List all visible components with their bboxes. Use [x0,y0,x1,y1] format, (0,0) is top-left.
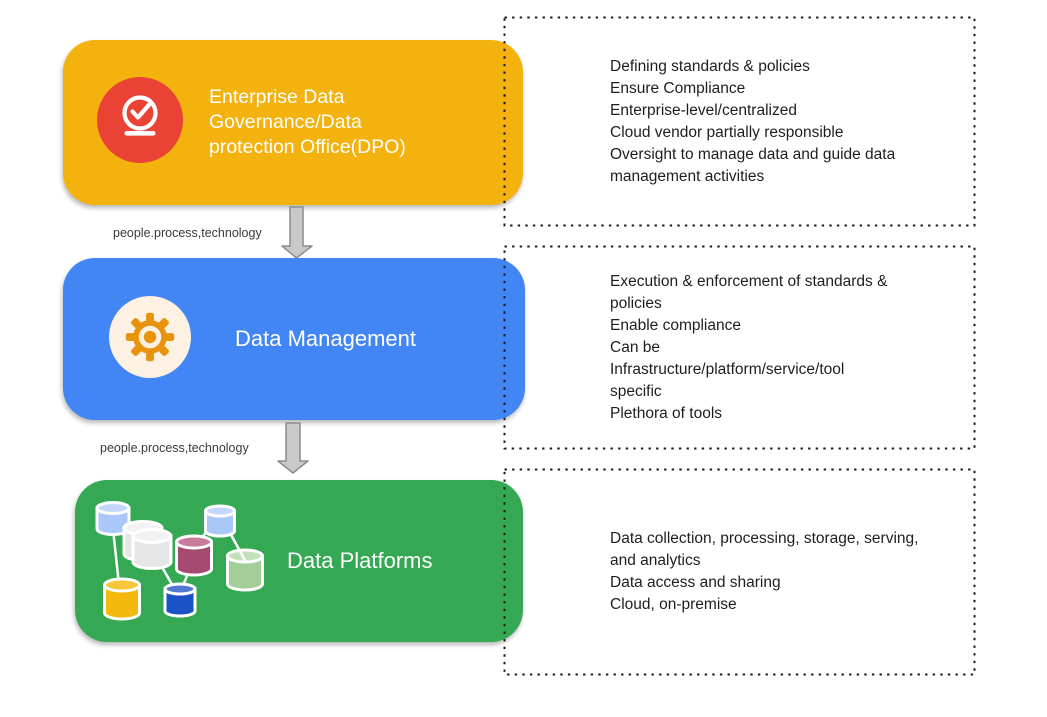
node-data-management: Data Management [63,258,525,420]
list-item: Enterprise-level/centralized [503,100,976,122]
db-cylinder-darkblue [163,582,197,618]
panel-data-platforms-details: Data collection, processing, storage, se… [503,468,976,676]
db-cylinder-lightblue [204,504,236,538]
check-badge-icon [97,77,183,163]
bullet-list: Execution & enforcement of standards & p… [503,245,976,450]
bullet-dot-icon [503,56,610,78]
list-item: Can be Infrastructure/platform/service/t… [503,337,976,403]
list-item: Execution & enforcement of standards & p… [503,271,976,315]
bullet-dot-icon [503,572,610,594]
bullet-dot-icon [503,337,610,403]
bullet-text: Plethora of tools [610,404,723,422]
bullet-dot-icon [503,528,610,572]
list-item: Plethora of tools [503,403,976,425]
panel-data-management-details: Execution & enforcement of standards & p… [503,245,976,450]
arrow-label-1: people.process,technology [113,226,262,240]
bullet-text: Can be Infrastructure/platform/service/t… [610,338,845,400]
bullet-dot-icon [503,122,610,144]
db-cylinder-lightblue [95,501,131,536]
list-item: Enable compliance [503,315,976,337]
db-cylinder-lightgreen [226,548,264,592]
bullet-text: Data collection, processing, storage, se… [610,530,919,569]
arrow-label-2: people.process,technology [100,441,249,455]
bullet-text: Defining standards & policies [610,57,810,75]
list-item: Cloud, on-premise [503,594,976,616]
list-item: Oversight to manage data and guide data … [503,144,976,188]
bullet-text: Execution & enforcement of standards & p… [610,272,888,312]
bullet-dot-icon [503,100,610,122]
db-cylinder-maroon [175,534,213,577]
bullet-dot-icon [503,144,610,188]
bullet-dot-icon [503,271,610,315]
panel-governance-details: Defining standards & policies Ensure Com… [503,16,976,227]
bullet-text: Oversight to manage data and guide data … [610,145,896,185]
node-data-management-title: Data Management [235,326,416,351]
bullet-dot-icon [503,78,610,100]
dotted-border [503,16,976,227]
node-governance: Enterprise Data Governance/Data protecti… [63,40,523,205]
list-item: Data access and sharing [503,572,976,594]
bullet-text: Ensure Compliance [610,79,746,97]
node-data-platforms-title: Data Platforms [287,548,433,573]
database-cluster-icon [95,501,264,621]
gear-icon [109,296,191,378]
node-governance-title: Enterprise Data Governance/Data protecti… [209,85,406,159]
list-item: Cloud vendor partially responsible [503,122,976,144]
bullet-dot-icon [503,594,610,616]
dotted-border [503,245,976,450]
list-item: Defining standards & policies [503,56,976,78]
bullet-text: Enable compliance [610,316,741,334]
bullet-dot-icon [503,315,610,337]
bullet-text: Cloud vendor partially responsible [610,123,844,141]
db-cylinder-yellow [103,577,141,621]
list-item: Ensure Compliance [503,78,976,100]
bullet-list: Data collection, processing, storage, se… [503,468,976,676]
bullet-list: Defining standards & policies Ensure Com… [503,16,976,227]
bullet-text: Data access and sharing [610,574,781,591]
bullet-text: Enterprise-level/centralized [610,101,797,119]
flow-arrow-down-icon [281,206,313,259]
list-item: Data collection, processing, storage, se… [503,528,976,572]
dotted-border [503,468,976,676]
db-cylinder-gray [131,528,173,570]
bullet-dot-icon [503,403,610,425]
bullet-text: Cloud, on-premise [610,596,737,613]
node-data-platforms: Data Platforms [75,480,523,642]
flow-arrow-down-icon [277,422,309,474]
